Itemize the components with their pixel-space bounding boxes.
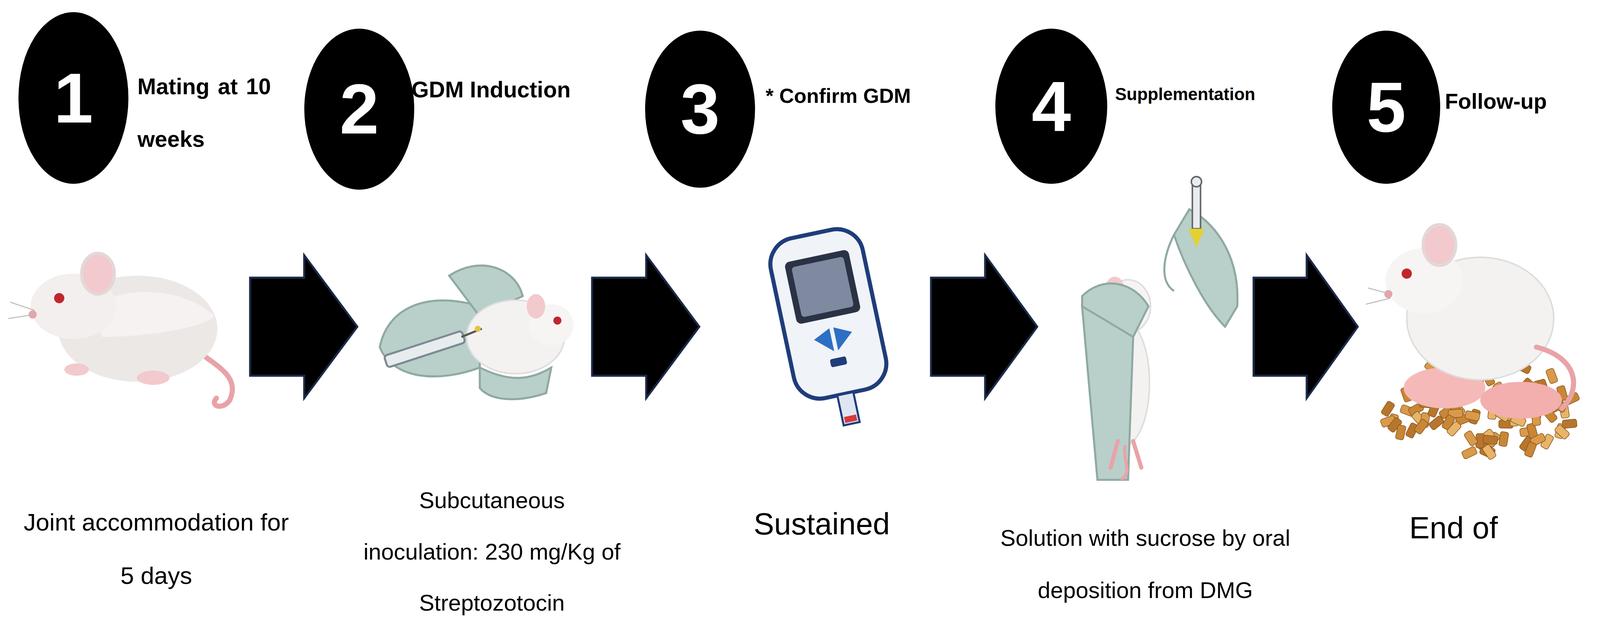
nest-figure <box>1365 224 1580 461</box>
glucometer-figure-part <box>791 256 854 318</box>
wood-shavings-part <box>1562 418 1578 429</box>
flow-arrow-part <box>1253 255 1358 399</box>
wood-shavings-part <box>1464 410 1481 421</box>
step-badge: 3* Confirm GDM <box>645 30 756 188</box>
step-caption: End of <box>1355 510 1552 546</box>
step-number: 1 <box>18 12 129 184</box>
injection-figure-part <box>384 330 466 368</box>
badge-ellipse <box>995 28 1108 184</box>
wood-shavings-part <box>1395 424 1407 441</box>
nest-figure-part <box>1536 347 1574 409</box>
nest-figure-part <box>1365 287 1391 305</box>
injection-figure <box>379 265 574 399</box>
oral-dosing-figure-part <box>1120 445 1128 480</box>
step-caption: Subcutaneous inoculation: 230 mg/Kg of S… <box>358 474 626 629</box>
badge-ellipse <box>645 30 756 188</box>
glucometer-figure-part <box>829 356 848 368</box>
oral-dosing-figure-part <box>1191 176 1202 187</box>
nest-figure-part <box>1384 289 1393 299</box>
flow-arrow-part <box>250 255 358 399</box>
step-caption: Sustained <box>704 506 940 542</box>
nest-figure-part <box>1401 268 1412 279</box>
injection-figure-part <box>526 294 546 319</box>
step-caption: Joint accommodation for 5 days <box>14 495 298 603</box>
step-badge: 4Supplementation <box>995 28 1108 184</box>
mouse-figure-part <box>64 363 89 376</box>
step-badge: 5Follow-up <box>1332 30 1441 184</box>
glucometer-figure-part <box>812 328 835 355</box>
step-number: 4 <box>995 28 1108 184</box>
wood-shavings-part <box>1413 418 1429 436</box>
step-title: Supplementation <box>1115 84 1256 105</box>
injection-figure-part <box>479 367 552 400</box>
nest-figure-part <box>1422 224 1456 266</box>
step-title: Mating at 10 weeks <box>137 60 271 166</box>
wood-shavings-part <box>1482 435 1498 445</box>
mouse-figure <box>8 253 233 407</box>
step-number: 3 <box>645 30 756 188</box>
glucometer-figure-part <box>837 391 860 426</box>
glucometer-figure-part <box>833 323 856 351</box>
illustration-group <box>8 176 1580 480</box>
glucometer-figure-part <box>784 249 862 325</box>
flow-arrow-part <box>592 255 700 399</box>
mouse-figure-part <box>8 302 35 319</box>
step-badge: 1Mating at 10 weeks <box>18 12 129 184</box>
badge-ellipse <box>1332 30 1441 184</box>
injection-figure-part <box>553 316 562 325</box>
wood-shavings-part <box>1461 446 1478 460</box>
step-number: 2 <box>304 28 415 190</box>
glucometer-figure-part <box>844 414 858 423</box>
mouse-figure-part <box>54 292 65 304</box>
step-title: * Confirm GDM <box>765 83 911 108</box>
wood-shavings-part <box>1545 367 1559 384</box>
nest-figure-part <box>1480 381 1562 419</box>
wood-shavings-part <box>1446 420 1462 437</box>
oral-dosing-figure-part <box>1164 234 1174 291</box>
injection-figure-part <box>474 325 481 332</box>
oral-dosing-figure <box>1082 176 1238 480</box>
mouse-figure-part <box>199 352 233 407</box>
badge-ellipse <box>304 28 415 190</box>
wood-shavings-part <box>1498 431 1509 447</box>
step-badge: 2GDM Induction <box>304 28 415 190</box>
step-title: Follow-up <box>1444 88 1547 115</box>
glucometer-figure-part <box>765 224 891 404</box>
wood-shavings-part <box>1463 429 1479 447</box>
step-number: 5 <box>1332 30 1441 184</box>
wood-shavings-part <box>1554 424 1571 440</box>
glucometer-figure <box>765 224 898 434</box>
badge-ellipse <box>18 12 129 184</box>
mouse-figure-part <box>136 370 170 385</box>
step-title: GDM Induction <box>411 76 571 103</box>
wood-shavings-part <box>1523 441 1537 458</box>
step-caption: Solution with sucrose by oral deposition… <box>1000 511 1291 617</box>
oral-dosing-figure-part <box>1082 306 1134 480</box>
flow-arrow-part <box>930 255 1037 399</box>
injection-figure-part <box>379 300 480 377</box>
mouse-figure-part <box>81 253 115 295</box>
oral-dosing-figure-part <box>1188 228 1205 247</box>
oral-dosing-figure-part <box>1173 209 1238 327</box>
wood-shavings-part <box>1380 400 1396 417</box>
